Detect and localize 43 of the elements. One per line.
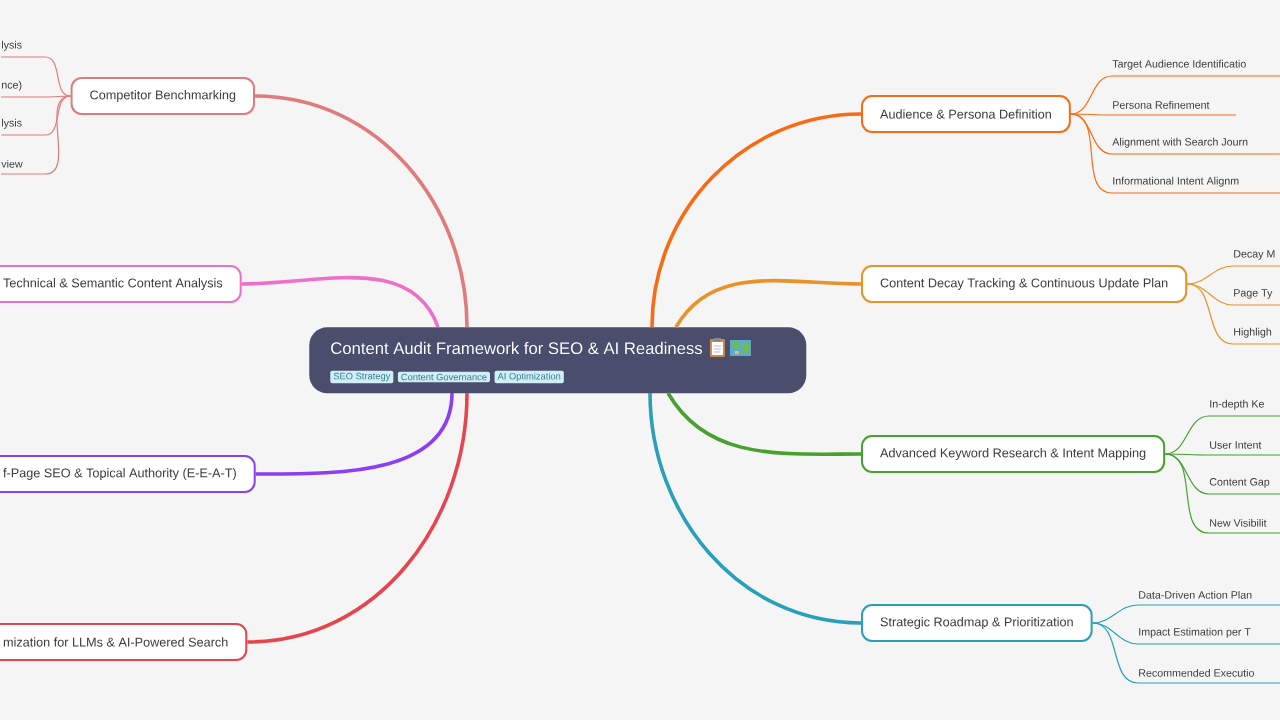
branch-line	[648, 392, 862, 625]
topic-box: Advanced Keyword Research & Intent Mapping	[861, 435, 1166, 473]
subtopic-label: Recommended Executio	[1139, 668, 1254, 677]
branch-line	[650, 112, 862, 328]
topic-box: Strategic Roadmap & Prioritization	[861, 604, 1093, 642]
subtopic-label: Alignment with Search Journ	[1112, 137, 1248, 148]
subtopic-label: Data-Driven Action Plan	[1139, 590, 1252, 599]
topic-box: Technical & Semantic Content Analysis	[0, 265, 242, 303]
topic-box: Audience & Persona Definition	[861, 95, 1071, 133]
subtopic-label: Informational Intent Alignm	[1113, 176, 1239, 187]
subtopic-label: Target Audience Identificatio	[1112, 59, 1246, 70]
branch-line	[247, 392, 469, 644]
subtopic-label: nce)	[2, 80, 22, 91]
branch-line	[1092, 622, 1280, 684]
topic-box: Content Decay Tracking & Continuous Update Plan	[861, 265, 1188, 303]
branch-line	[666, 391, 861, 456]
topic-box: Competitor Benchmarking	[70, 77, 255, 115]
branch-line	[255, 392, 454, 476]
subtopic-label: Page Ty	[1234, 289, 1273, 299]
branch-line	[674, 278, 862, 329]
subtopic-label: User Intent	[1210, 441, 1262, 449]
branch-line	[1186, 265, 1280, 285]
subtopic-label: view	[1, 159, 23, 168]
subtopic-label: Content Gap	[1209, 478, 1270, 488]
subtopic-label: Decay M	[1234, 250, 1275, 260]
branch-line	[241, 276, 440, 328]
branch-line	[1092, 604, 1280, 624]
subtopic-label: lysis	[2, 40, 22, 51]
subtopic-label: lysis	[2, 118, 22, 129]
subtopic-label: New Visibilit	[1210, 518, 1267, 527]
branch-line	[1186, 283, 1280, 345]
tag-label: Content Governance	[397, 371, 490, 383]
subtopic-label: In-depth Ke	[1210, 399, 1264, 410]
subtopic-label: Highligh	[1234, 327, 1272, 338]
branch-line	[1164, 453, 1280, 534]
branch-line	[1070, 113, 1237, 116]
subtopic-label: Persona Refinement	[1113, 100, 1210, 109]
topic-box: mization for LLMs & AI-Powered Search	[0, 623, 248, 661]
branch-line	[254, 94, 469, 328]
branch-line	[0, 95, 72, 175]
branch-line	[1070, 113, 1280, 194]
subtopic-label: Impact Estimation per T	[1139, 627, 1251, 638]
topic-box: f-Page SEO & Topical Authority (E-E-A-T)	[0, 455, 256, 493]
